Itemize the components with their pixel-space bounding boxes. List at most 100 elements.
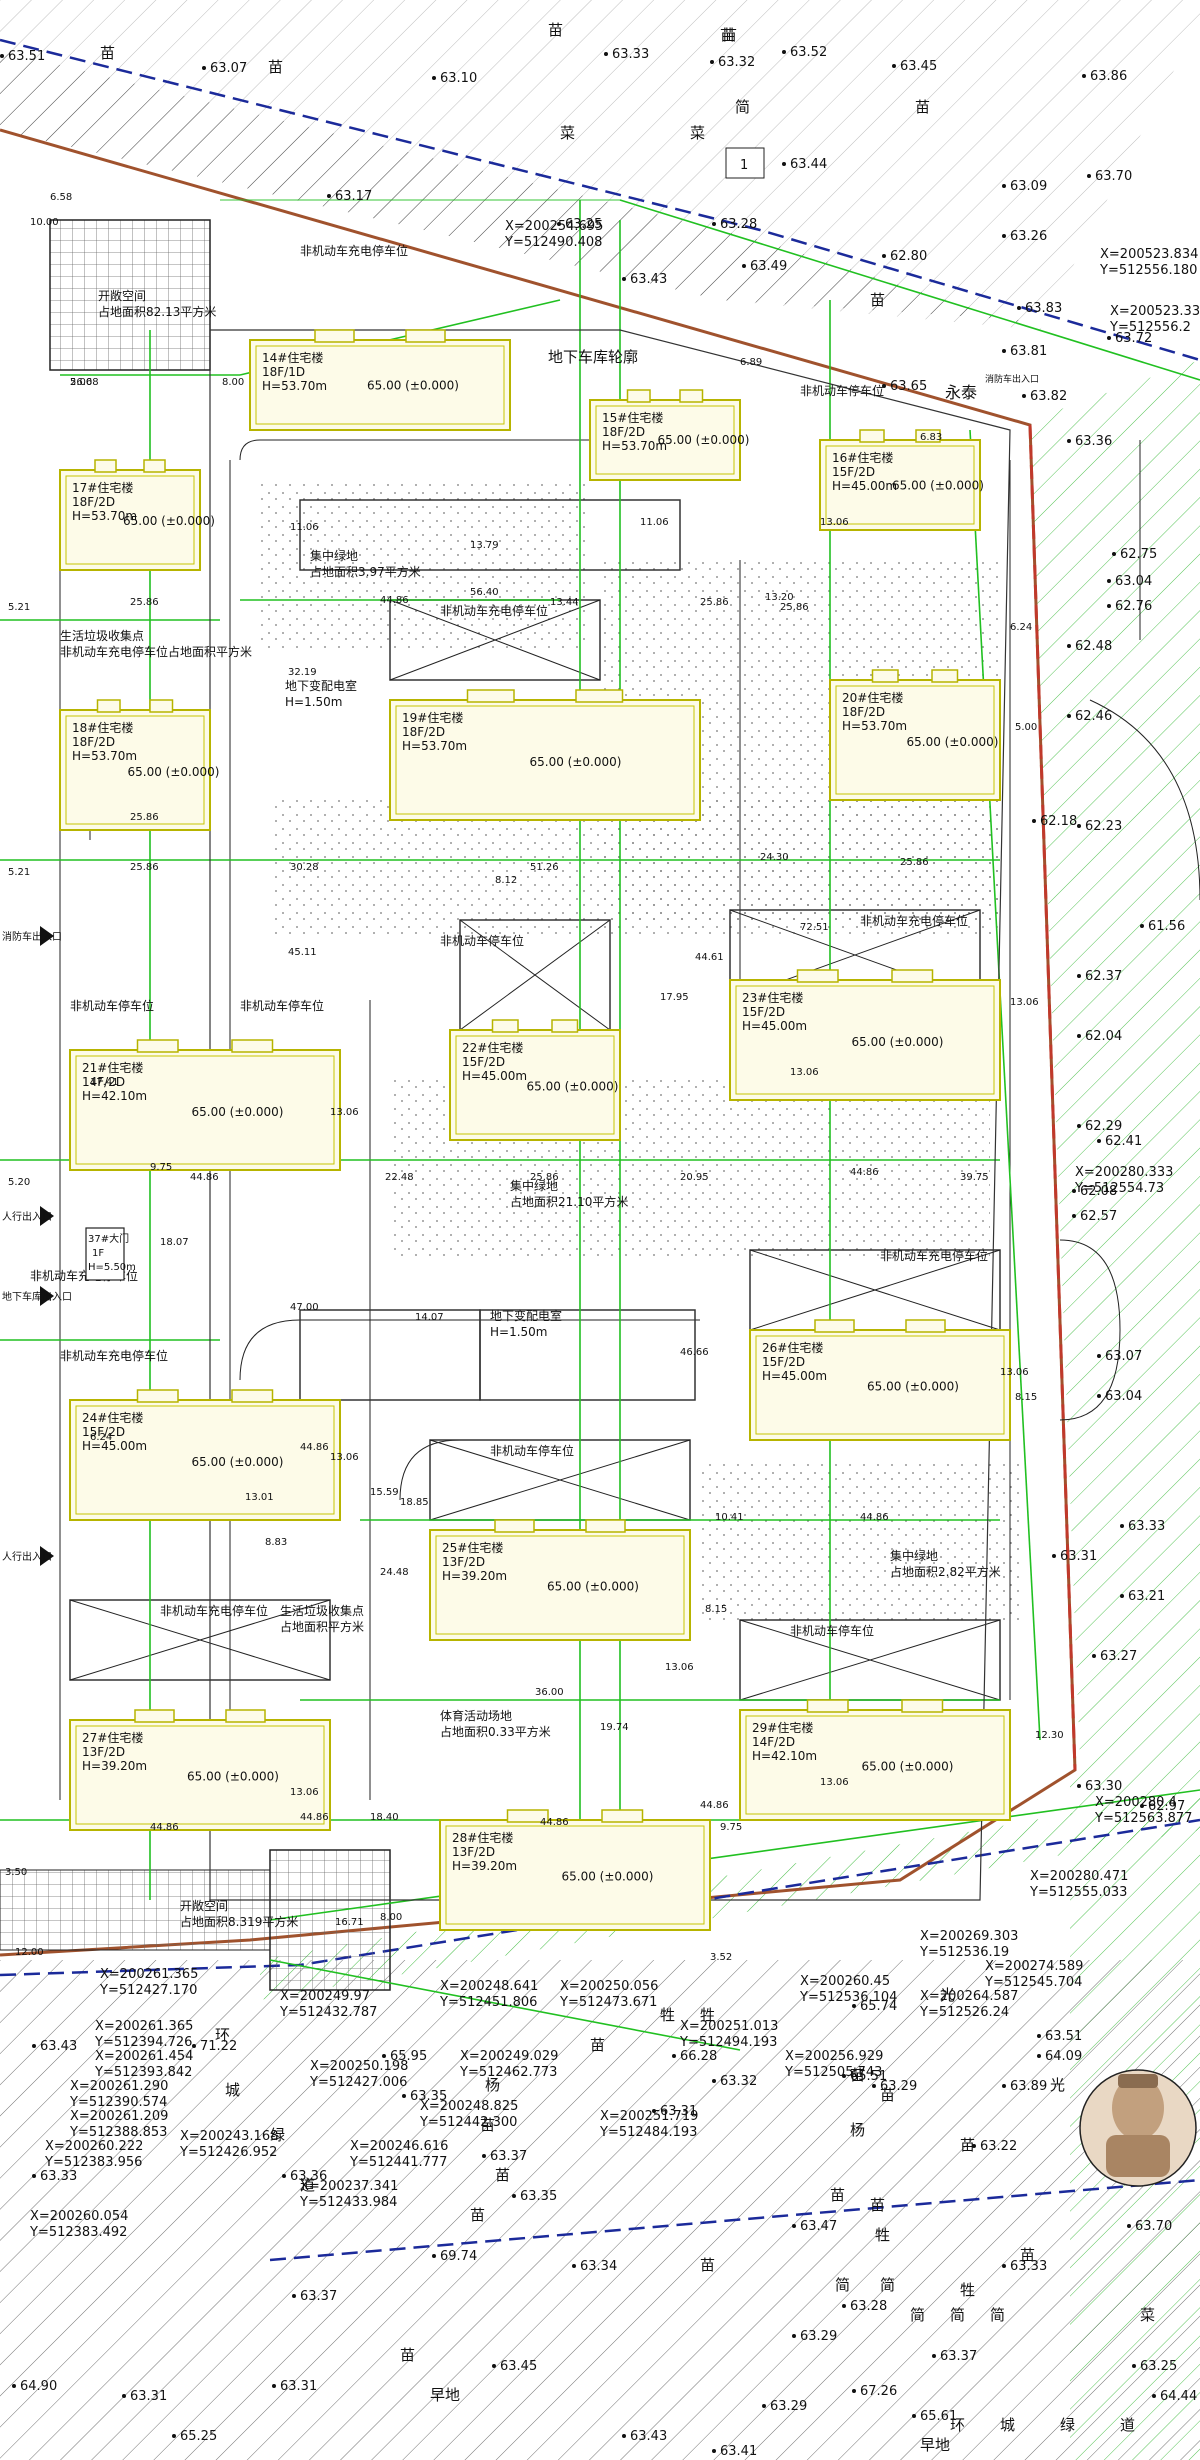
parking-label-3: 非机动车停车位 <box>800 383 884 398</box>
building-name: 24#住宅楼 <box>82 1410 143 1425</box>
elevation-value: 63.32 <box>718 55 755 70</box>
coordinate-y: Y=512505.743 <box>784 2065 882 2080</box>
building-name: 16#住宅楼 <box>832 450 893 465</box>
code-box-label: 1 <box>740 158 748 173</box>
building-height: H=42.10m <box>752 1749 817 1763</box>
elevation-value: 62.23 <box>1085 819 1122 834</box>
dimension-value: 18.40 <box>370 1812 399 1823</box>
elevation-value: 63.21 <box>1128 1589 1165 1604</box>
coordinate-x: X=200237.341 <box>300 2179 398 2194</box>
dimension-value: 25.86 <box>700 597 729 608</box>
misc-labels: 永泰 消防车出入口 1 <box>725 147 1039 402</box>
dimension-value: 32.19 <box>288 667 317 678</box>
dimension-value: 17.95 <box>660 992 689 1003</box>
building-name: 17#住宅楼 <box>72 480 133 495</box>
dimension-value: 13.06 <box>1010 997 1039 1008</box>
coordinate-y: Y=512383.956 <box>44 2155 142 2170</box>
dimension-value: 13.06 <box>820 517 849 528</box>
elevation-value: 63.43 <box>630 2429 667 2444</box>
elevation-value: 63.34 <box>580 2259 617 2274</box>
elevation-value: 63.37 <box>300 2289 337 2304</box>
building-floors: 18F/2D <box>402 725 445 739</box>
coordinate-x: X=200274.589 <box>985 1959 1083 1974</box>
entrance-label: 消防车出入口 <box>2 930 62 943</box>
coordinate-labels: X=200254.695Y=512490.408X=200523.834Y=51… <box>29 219 1200 2240</box>
plant-marker: 简 <box>735 98 750 116</box>
elevation-value: 63.81 <box>1010 344 1047 359</box>
coordinate-x: X=200261.454 <box>95 2049 193 2064</box>
building-floors: 15F/2D <box>762 1355 805 1369</box>
elevation-value: 65.95 <box>390 2049 427 2064</box>
dimension-value: 5.00 <box>70 377 92 388</box>
elevation-value: 71.22 <box>200 2039 237 2054</box>
parking-label-2: 非机动车充电停车位 <box>440 603 548 618</box>
elevation-value: 63.33 <box>1128 1519 1165 1534</box>
elevation-marker: 62.76 <box>1107 599 1152 614</box>
zone-line1: 体育活动场地 <box>440 1708 512 1723</box>
elevation-value: 62.57 <box>1080 1209 1117 1224</box>
elevation-marker: 63.37 <box>482 2149 527 2164</box>
dimension-value: 9.75 <box>720 1822 742 1833</box>
elevation-value: 63.09 <box>1010 179 1047 194</box>
coordinate-x: X=200256.929 <box>785 2049 883 2064</box>
coordinate-y: Y=512473.671 <box>559 1995 657 2010</box>
plant-marker: 杨 <box>485 2076 500 2094</box>
elevation-value: 63.47 <box>800 2219 837 2234</box>
elevation-marker: 65.25 <box>172 2429 217 2444</box>
elevation-value: 62.76 <box>1115 599 1152 614</box>
plant-marker: 杨 <box>850 2121 865 2139</box>
coordinate-x: X=200261.290 <box>70 2079 168 2094</box>
elevation-value: 62.41 <box>1105 1134 1142 1149</box>
coordinate-x: X=200280.333 <box>1075 1165 1173 1180</box>
elevation-marker: 63.21 <box>1120 1589 1165 1604</box>
plant-marker: 苗 <box>480 2116 495 2134</box>
elevation-value: 69.74 <box>440 2249 477 2264</box>
dimension-value: 24.48 <box>380 1567 409 1578</box>
elevation-marker: 63.31 <box>1052 1549 1097 1564</box>
road-name-labels: 环城绿道环城绿道 <box>215 2026 1135 2434</box>
building-height: H=45.00m <box>462 1069 527 1083</box>
plant-marker: 简 <box>950 2306 965 2324</box>
elevation-value: 63.35 <box>410 2089 447 2104</box>
dimension-value: 6.58 <box>50 192 72 203</box>
building-elevation: 65.00 (±0.000) <box>187 1770 279 1784</box>
dimension-value: 46.66 <box>680 1347 709 1358</box>
elevation-marker: 63.31 <box>122 2389 167 2404</box>
coordinate-x: X=200254.695 <box>505 219 603 234</box>
elevation-marker: 61.56 <box>1140 919 1185 934</box>
building-height: H=45.00m <box>742 1019 807 1033</box>
building-elevation: 65.00 (±0.000) <box>852 1035 944 1049</box>
elevation-marker: 63.25 <box>557 217 602 232</box>
plant-marker: 简 <box>835 2276 850 2294</box>
building-elevation: 65.00 (±0.000) <box>367 379 459 393</box>
elevation-value: 63.33 <box>40 2169 77 2184</box>
plant-marker: 苗 <box>548 21 563 39</box>
coordinate-y: Y=512388.853 <box>69 2125 167 2140</box>
building-floors: 18F/2D <box>72 735 115 749</box>
dimension-value: 44.86 <box>380 595 409 606</box>
building-height: H=45.00m <box>762 1369 827 1383</box>
coordinate-y: Y=512545.704 <box>984 1975 1082 1990</box>
coordinate-y: Y=512427.170 <box>99 1983 197 1998</box>
